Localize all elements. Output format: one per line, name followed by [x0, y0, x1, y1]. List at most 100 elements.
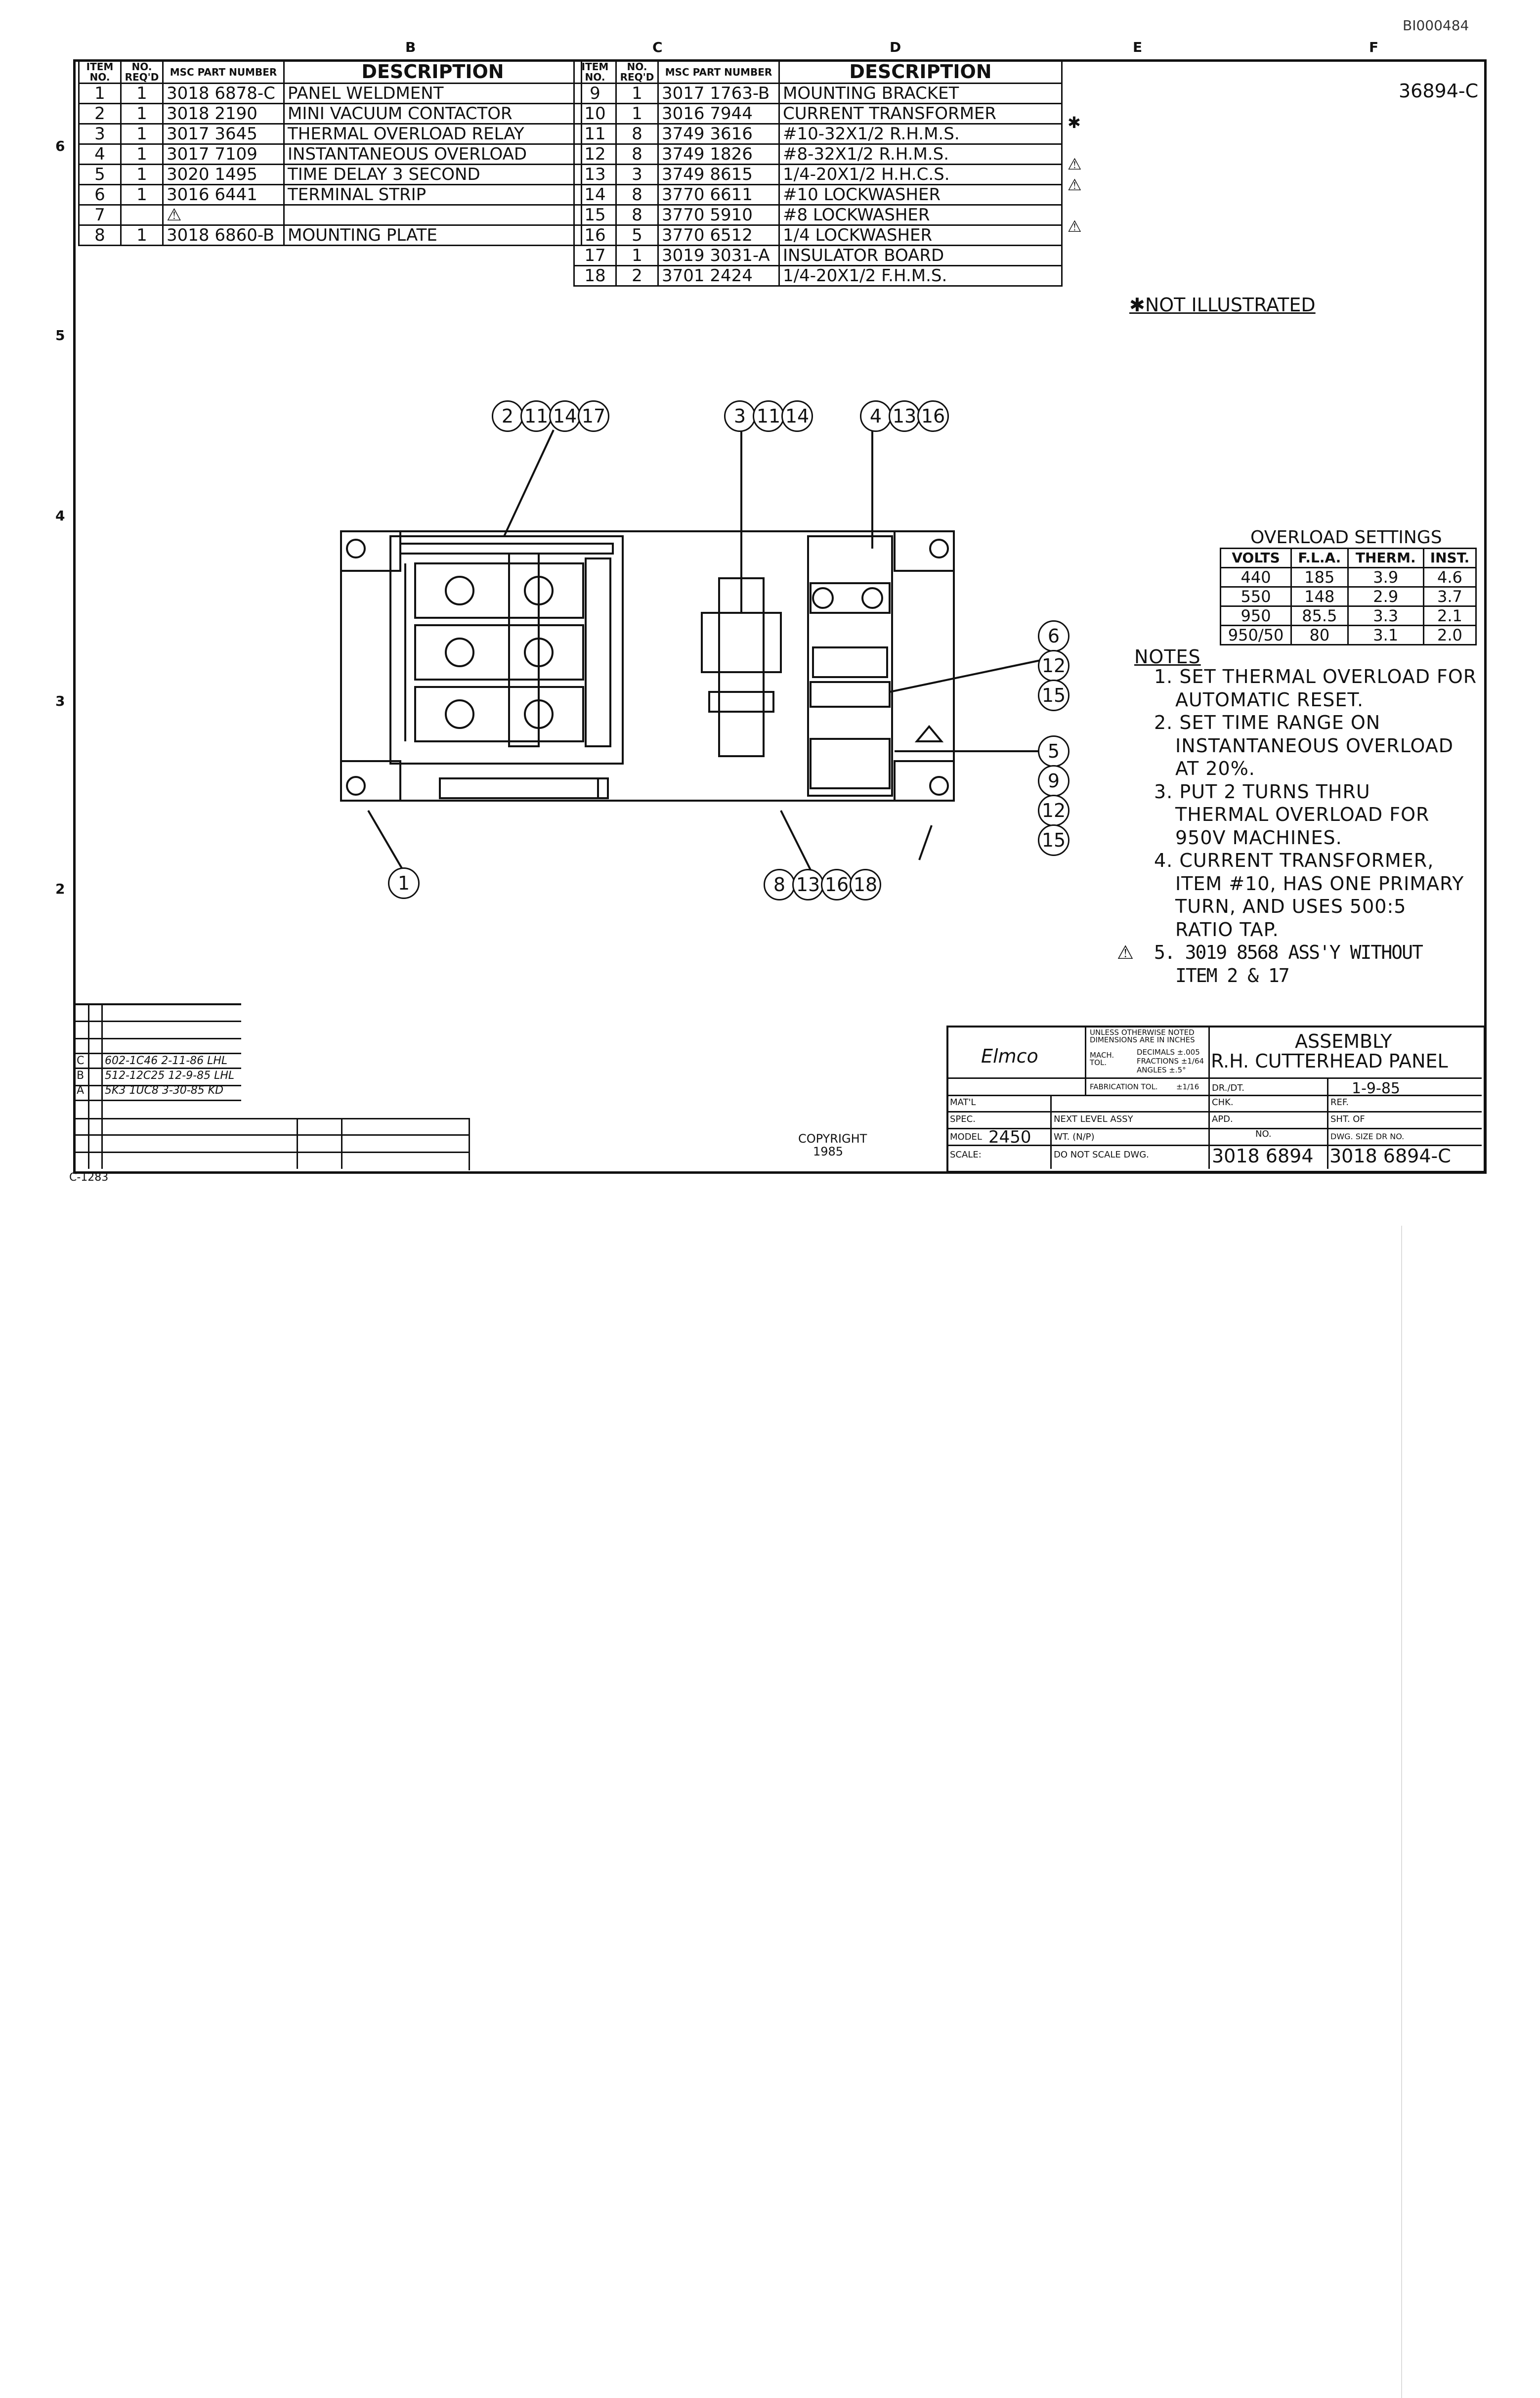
bom-table-left: ITEM NO. NO. REQ'D MSC PART NUMBER DESCR… — [78, 60, 582, 246]
bom-part-number: 3749 3616 — [657, 123, 780, 145]
apd-label: APD. — [1212, 1114, 1233, 1124]
bom-part-number: 3018 2190 — [162, 103, 285, 125]
bom-qty: 2 — [615, 265, 659, 287]
note-line: AT 20%. — [1175, 758, 1255, 779]
scale-label: SCALE: — [950, 1150, 982, 1160]
note-line: AUTOMATIC RESET. — [1175, 688, 1364, 711]
bom-description: #10 LOCKWASHER — [778, 184, 1063, 206]
revision-text: 602-1C46 2-11-86 LHL — [105, 1055, 228, 1067]
bom-qty: 1 — [120, 83, 164, 104]
copyright-year: 1985 — [813, 1145, 844, 1158]
sheet-label: SHT. OF — [1330, 1114, 1365, 1124]
bom-qty: 8 — [615, 204, 659, 226]
callout-bubble: 13 — [889, 400, 920, 432]
bom-row-marker: ⚠ — [1068, 217, 1082, 236]
bom-qty: 1 — [615, 83, 659, 104]
approval-strip — [73, 1118, 470, 1170]
drawing-number: 3018 6894 — [1212, 1145, 1314, 1167]
dwg-size-label: DWG. SIZE DR NO. — [1330, 1132, 1405, 1141]
bom-qty: 8 — [615, 123, 659, 145]
zone-letter: C — [652, 39, 663, 55]
callout-bubble: 4 — [860, 400, 892, 432]
panel-assembly-drawing — [340, 429, 1043, 871]
drawing-number-full: 3018 6894-C — [1329, 1145, 1451, 1167]
bom-item-no: 13 — [573, 164, 617, 185]
callout-group-instantaneous: 4 13 16 — [860, 400, 949, 432]
callout-bubble: 6 — [1038, 620, 1069, 652]
note-line: 2. SET TIME RANGE ON — [1154, 712, 1381, 733]
overload-cell: 185 — [1290, 567, 1349, 588]
overload-cell: 3.1 — [1347, 625, 1424, 645]
bom-item-no: 9 — [573, 83, 617, 104]
mounting-hole — [346, 539, 366, 558]
zone-letter: F — [1369, 39, 1379, 55]
callout-bubble: 3 — [724, 400, 756, 432]
zone-number: 3 — [55, 693, 65, 709]
terminal-strip-drawing — [439, 777, 599, 799]
note-line: RATIO TAP. — [1175, 918, 1279, 941]
bom-part-number: 3016 7944 — [657, 103, 780, 125]
overload-cell: 3.7 — [1422, 586, 1477, 607]
callout-bubble: 18 — [850, 869, 881, 900]
zone-number: 2 — [55, 881, 65, 897]
revision-letter: A — [77, 1084, 85, 1097]
bom-qty: 3 — [615, 164, 659, 185]
bom-item-no: 11 — [573, 123, 617, 145]
col-item-no: ITEM NO. — [573, 60, 617, 84]
bom-item-no: 17 — [573, 245, 617, 266]
overload-cell: 440 — [1219, 567, 1292, 588]
zone-letter: D — [890, 39, 901, 55]
callout-group-contactor: 2 11 14 17 — [492, 400, 609, 432]
weight-label: WT. (N/P) — [1054, 1132, 1095, 1142]
chk-label: CHK. — [1212, 1097, 1234, 1108]
bom-item-no: 12 — [573, 143, 617, 165]
overload-cell: 2.1 — [1422, 605, 1477, 626]
bom-item-no: 7 — [78, 204, 122, 226]
bom-part-number: 3020 1495 — [162, 164, 285, 185]
bom-description: #10-32X1/2 R.H.M.S. — [778, 123, 1063, 145]
mach-tol-label: MACH. TOL. — [1090, 1051, 1114, 1067]
overload-cell: 148 — [1290, 586, 1349, 607]
note-line: INSTANTANEOUS OVERLOAD — [1175, 734, 1454, 757]
overload-cell: 550 — [1219, 586, 1292, 607]
callout-column-lower: 5 9 12 15 — [1038, 735, 1069, 856]
bom-item-no: 6 — [78, 184, 122, 206]
drawing-title-line1: ASSEMBLY — [1295, 1030, 1392, 1052]
bom-qty: 1 — [120, 224, 164, 246]
bom-description: PANEL WELDMENT — [283, 83, 582, 104]
bom-description: MINI VACUUM CONTACTOR — [283, 103, 582, 125]
zone-letter: E — [1133, 39, 1143, 55]
overload-cell: 2.0 — [1422, 625, 1477, 645]
bom-qty: 1 — [120, 164, 164, 185]
bom-description: MOUNTING BRACKET — [778, 83, 1063, 104]
callout-column-upper: 6 12 15 — [1038, 620, 1069, 711]
revision-text: 5K3 1UC8 3-30-85 KD — [105, 1084, 224, 1097]
bom-table-right: ITEM NO. NO. REQ'D MSC PART NUMBER DESCR… — [573, 60, 1063, 287]
callout-bubble: 13 — [792, 869, 824, 900]
overload-cell: 3.9 — [1347, 567, 1424, 588]
drawing-border — [73, 59, 1487, 1174]
model-label: MODEL — [950, 1132, 982, 1142]
decimals-tol: DECIMALS ±.005 — [1137, 1048, 1200, 1057]
bom-part-number: ⚠ — [162, 204, 285, 226]
bom-description: TERMINAL STRIP — [283, 184, 582, 206]
callout-bubble: 16 — [917, 400, 949, 432]
bom-qty: 1 — [120, 123, 164, 145]
model-value: 2450 — [988, 1127, 1031, 1147]
overload-cell: 3.3 — [1347, 605, 1424, 626]
warning-triangle-icon: ⚠ — [1117, 942, 1135, 963]
overload-col-header: VOLTS — [1219, 548, 1292, 568]
